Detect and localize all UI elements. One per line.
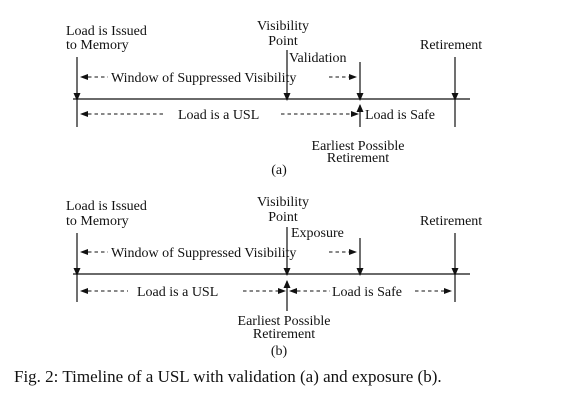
usl-arrowhead-right-b <box>278 288 286 294</box>
usl-label-b: Load is a USL <box>137 285 218 300</box>
earliest-retirement-label-a-line2: Retirement <box>327 151 389 166</box>
load-issued-label-a-line2: to Memory <box>66 38 129 53</box>
window-arrowhead-right-b <box>349 249 357 255</box>
validation-label: Validation <box>289 51 347 66</box>
window-label-b: Window of Suppressed Visibility <box>111 246 296 261</box>
earliest-retirement-label-b-line1: Earliest Possible <box>238 314 331 329</box>
safe-arrowhead-left-b <box>289 288 297 294</box>
panel-a: Load is Issued to Memory Visibility Poin… <box>66 19 482 178</box>
visibility-point-label-b-line2: Point <box>268 210 298 225</box>
usl-arrowhead-left-a <box>80 111 88 117</box>
window-label-a: Window of Suppressed Visibility <box>111 71 296 86</box>
usl-arrowhead-right-a <box>351 111 359 117</box>
panel-b: Load is Issued to Memory Visibility Poin… <box>66 195 482 359</box>
safe-arrowhead-right-b <box>444 288 452 294</box>
window-arrowhead-right-a <box>349 74 357 80</box>
window-arrowhead-left-b <box>80 249 88 255</box>
load-issued-label-b-line1: Load is Issued <box>66 199 147 214</box>
visibility-point-label-a-line1: Visibility <box>257 19 309 34</box>
subfigure-label-a: (a) <box>271 163 287 178</box>
window-arrowhead-left-a <box>80 74 88 80</box>
usl-arrowhead-left-b <box>80 288 88 294</box>
safe-label-a: Load is Safe <box>365 108 435 123</box>
retirement-label-b: Retirement <box>420 214 482 229</box>
exposure-label: Exposure <box>291 226 344 241</box>
visibility-point-label-a-line2: Point <box>268 34 298 49</box>
load-issued-label-b-line2: to Memory <box>66 214 129 229</box>
earliest-retirement-label-a-line1: Earliest Possible <box>312 139 405 154</box>
safe-label-b: Load is Safe <box>332 285 402 300</box>
visibility-point-label-b-line1: Visibility <box>257 195 309 210</box>
subfigure-label-b: (b) <box>271 344 288 359</box>
load-issued-label-a-line1: Load is Issued <box>66 24 147 39</box>
usl-label-a: Load is a USL <box>178 108 259 123</box>
retirement-label-a: Retirement <box>420 38 482 53</box>
figure-caption: Fig. 2: Timeline of a USL with validatio… <box>14 367 442 386</box>
earliest-retirement-label-b-line2: Retirement <box>253 327 315 342</box>
